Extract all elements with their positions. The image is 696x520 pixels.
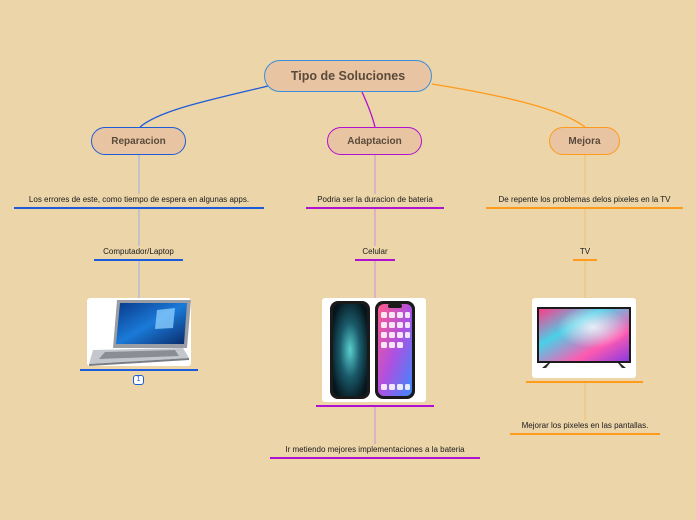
adaptacion-topic-1-text: Podria ser la duracion de bateria (317, 195, 433, 204)
tv-image[interactable] (532, 298, 636, 378)
adaptacion-topic-2-underline (355, 259, 395, 261)
adaptacion-topic-2[interactable]: Celular (355, 247, 395, 256)
television-icon (537, 307, 631, 368)
smartphone-icon (330, 301, 415, 399)
adaptacion-topic-3-text: Ir metiendo mejores implementaciones a l… (285, 445, 465, 454)
mejora-image-underline (526, 381, 643, 383)
smartphone-image[interactable] (322, 298, 426, 402)
mejora-topic-1-text: De repente los problemas delos pixeles e… (498, 195, 671, 204)
reparacion-topic-2-text: Computador/Laptop (103, 247, 174, 256)
adaptacion-topic-3[interactable]: Ir metiendo mejores implementaciones a l… (270, 445, 480, 454)
adaptacion-topic-3-underline (270, 457, 480, 459)
connector-root-mejora (431, 83, 586, 128)
reparacion-topic-2-underline (94, 259, 183, 261)
adaptacion-topic-2-text: Celular (362, 247, 388, 256)
branch-node-adaptacion[interactable]: Adaptacion (327, 127, 422, 155)
reparacion-topic-1-text: Los errores de este, como tiempo de espe… (28, 195, 250, 204)
laptop-image[interactable] (87, 298, 191, 366)
root-node[interactable]: Tipo de Soluciones (264, 60, 432, 92)
mejora-topic-3-text: Mejorar los pixeles en las pantallas. (521, 421, 649, 430)
branch-label-reparacion: Reparacion (111, 135, 166, 147)
connector-root-adaptacion (361, 91, 376, 128)
branch-node-reparacion[interactable]: Reparacion (91, 127, 186, 155)
reparacion-topic-1-underline (14, 207, 264, 209)
mejora-topic-2-text: TV (579, 247, 591, 256)
reparacion-topic-1[interactable]: Los errores de este, como tiempo de espe… (14, 195, 264, 204)
adaptacion-topic-1[interactable]: Podria ser la duracion de bateria (306, 195, 444, 204)
reparacion-topic-2[interactable]: Computador/Laptop (94, 247, 183, 256)
branch-label-adaptacion: Adaptacion (347, 135, 402, 147)
mejora-topic-2-underline (573, 259, 597, 261)
mejora-topic-2[interactable]: TV (573, 247, 597, 256)
root-node-label: Tipo de Soluciones (290, 69, 406, 83)
mejora-topic-1[interactable]: De repente los problemas delos pixeles e… (486, 195, 683, 204)
mejora-topic-3[interactable]: Mejorar los pixeles en las pantallas. (510, 421, 660, 430)
adaptacion-image-underline (316, 405, 434, 407)
mejora-topic-3-underline (510, 433, 660, 435)
reparacion-badge[interactable]: 1 (133, 375, 144, 385)
laptop-icon (89, 300, 191, 366)
adaptacion-topic-1-underline (306, 207, 444, 209)
branch-label-mejora: Mejora (568, 135, 601, 147)
mejora-topic-1-underline (486, 207, 683, 209)
reparacion-image-underline (80, 369, 198, 371)
branch-node-mejora[interactable]: Mejora (549, 127, 620, 155)
connector-root-reparacion (139, 85, 269, 128)
